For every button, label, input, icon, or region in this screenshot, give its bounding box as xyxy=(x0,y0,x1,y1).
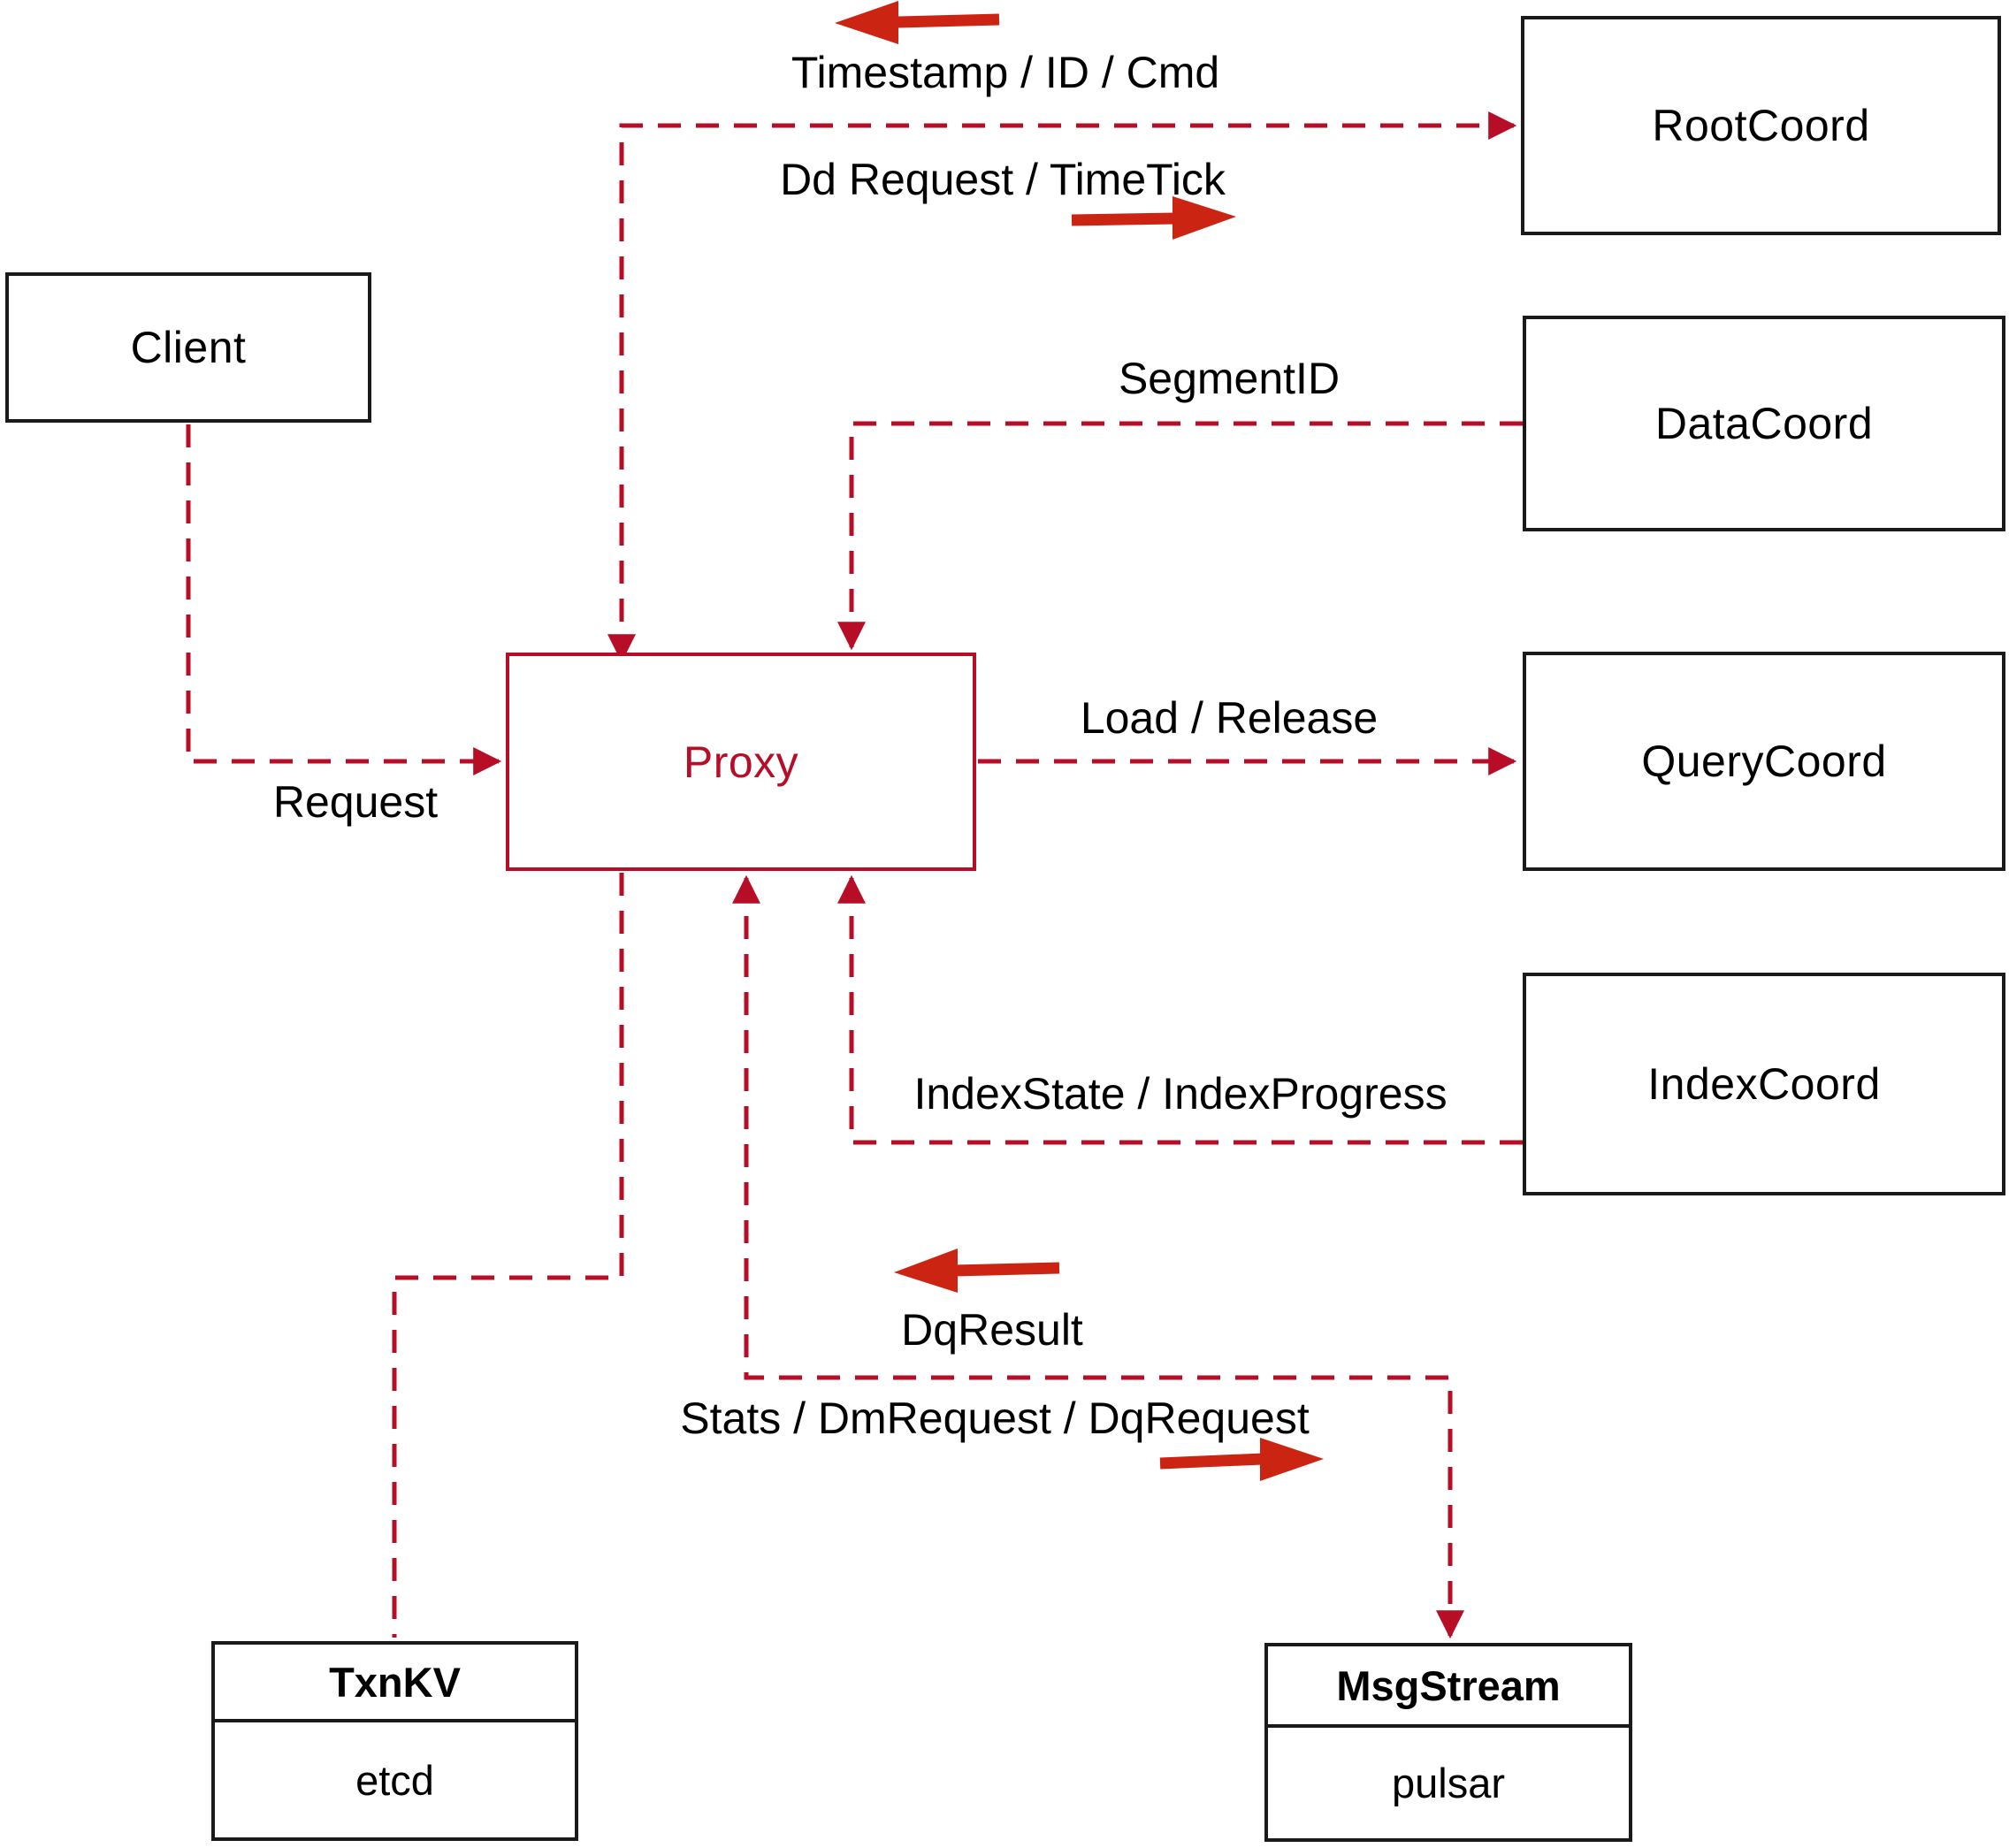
node-rootcoord: RootCoord xyxy=(1521,16,2001,235)
node-datacoord: DataCoord xyxy=(1523,316,2005,531)
node-client: Client xyxy=(5,272,371,423)
node-rootcoord-label: RootCoord xyxy=(1652,101,1870,150)
edge-label-dq-result: DqResult xyxy=(901,1305,1083,1355)
node-indexcoord-label: IndexCoord xyxy=(1647,1059,1881,1109)
direction-arrow-right-ddrequest-icon xyxy=(1071,196,1236,240)
node-datacoord-label: DataCoord xyxy=(1654,399,1874,448)
edge-label-request: Request xyxy=(272,777,439,827)
node-querycoord: QueryCoord xyxy=(1523,652,2005,871)
node-msgstream: MsgStream pulsar xyxy=(1264,1643,1632,1842)
edge-label-timestamp-id-cmd: Timestamp / ID / Cmd xyxy=(791,48,1220,97)
node-client-label: Client xyxy=(130,323,247,372)
direction-arrow-left-timestamp-icon xyxy=(835,1,1000,44)
node-proxy: Proxy xyxy=(506,653,976,871)
edge-proxy-txnkv xyxy=(392,873,624,1638)
edge-client-proxy-request xyxy=(186,424,502,775)
node-msgstream-title: MsgStream xyxy=(1268,1646,1629,1728)
node-txnkv-subtitle: etcd xyxy=(355,1756,434,1804)
node-indexcoord: IndexCoord xyxy=(1523,973,2005,1195)
edge-label-segment-id: SegmentID xyxy=(1118,354,1341,403)
node-querycoord-label: QueryCoord xyxy=(1641,737,1887,786)
edge-label-index-state-progress: IndexState / IndexProgress xyxy=(913,1069,1448,1119)
edge-proxy-rootcoord xyxy=(607,111,1517,663)
edge-label-load-release: Load / Release xyxy=(1080,693,1379,743)
direction-arrow-right-stats-icon xyxy=(1159,1438,1324,1481)
node-proxy-label: Proxy xyxy=(683,737,799,787)
edge-proxy-msgstream xyxy=(732,874,1464,1639)
edge-label-dd-request-timetick: Dd Request / TimeTick xyxy=(780,155,1226,204)
node-txnkv-title: TxnKV xyxy=(215,1645,575,1722)
node-txnkv: TxnKV etcd xyxy=(211,1641,578,1841)
direction-arrow-left-dqresult-icon xyxy=(894,1249,1060,1293)
edge-datacoord-proxy-segmentid xyxy=(837,421,1523,651)
edge-label-stats-dm-dq-request: Stats / DmRequest / DqRequest xyxy=(680,1394,1310,1443)
node-msgstream-subtitle: pulsar xyxy=(1391,1760,1505,1806)
